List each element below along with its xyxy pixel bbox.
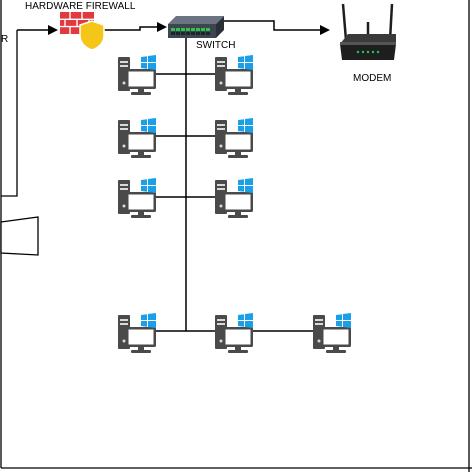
windows-pc-icon	[215, 118, 253, 158]
pc-3	[118, 118, 156, 158]
network-switch-icon	[168, 16, 224, 38]
windows-pc-icon	[118, 178, 156, 218]
pc-4	[215, 118, 253, 158]
modem-label: MODEM	[353, 73, 392, 84]
pc-7	[118, 313, 156, 353]
pc-6	[215, 178, 253, 218]
pc-5	[118, 178, 156, 218]
left-cut-label: R	[1, 34, 9, 45]
windows-pc-icon	[118, 313, 156, 353]
pc-2	[215, 55, 253, 95]
windows-pc-icon	[118, 118, 156, 158]
left-partial-shape	[0, 216, 39, 256]
link-switch-to-modem	[221, 20, 330, 35]
router-modem-icon	[340, 3, 396, 60]
windows-pc-icon	[118, 55, 156, 95]
connection-lines	[17, 20, 330, 332]
windows-pc-icon	[215, 313, 253, 353]
pc-1	[118, 55, 156, 95]
firewall-label: HARDWARE FIREWALL	[25, 1, 136, 12]
windows-pc-icon	[313, 313, 351, 353]
left-edge-bracket	[1, 30, 18, 197]
link-firewall-to-switch	[104, 22, 167, 32]
switch-label: SWITCH	[196, 40, 236, 51]
pc-8	[215, 313, 253, 353]
firewall-icon	[60, 12, 105, 51]
windows-pc-icon	[215, 55, 253, 95]
pc-9	[313, 313, 351, 353]
windows-pc-icon	[215, 178, 253, 218]
